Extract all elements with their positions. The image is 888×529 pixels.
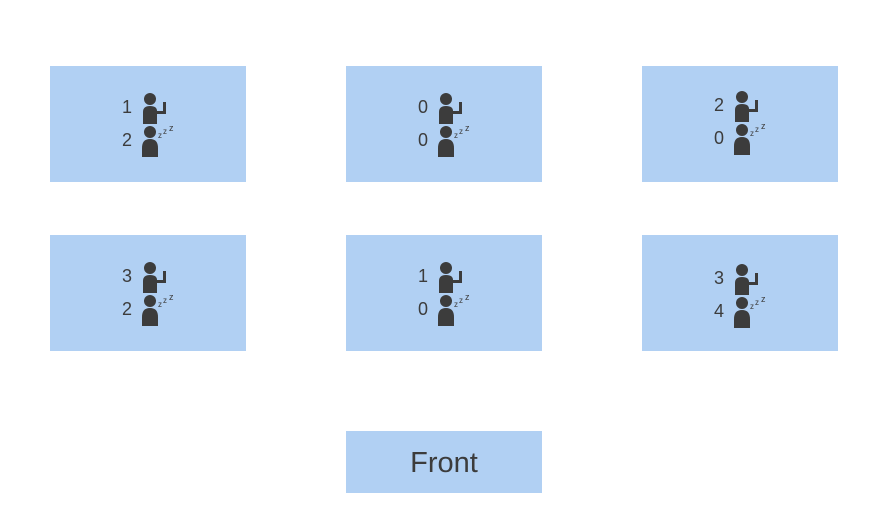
table-card: 3 4 [642,235,838,351]
asleep-count: 0 [417,299,428,319]
raised-hand-person-icon [139,90,179,124]
table-card: 1 0 [346,235,542,351]
sleeping-person-icon [139,123,179,157]
asleep-row: 0 [346,123,542,157]
sleeping-person-icon [435,123,475,157]
front-label: Front [410,446,478,479]
awake-count: 3 [713,268,724,288]
raised-hand-person-icon [731,261,771,295]
table-card: 0 0 [346,66,542,182]
table-card: 2 0 [642,66,838,182]
awake-row: 1 [346,259,542,293]
table-card: 1 2 [50,66,246,182]
asleep-count: 2 [121,299,132,319]
raised-hand-person-icon [139,259,179,293]
awake-row: 3 [50,259,246,293]
sleeping-person-icon [731,121,771,155]
asleep-count: 0 [713,128,724,148]
raised-hand-person-icon [731,88,771,122]
table-card: 3 2 [50,235,246,351]
asleep-row: 2 [50,292,246,326]
awake-row: 0 [346,90,542,124]
awake-row: 3 [642,261,838,295]
front-of-room: Front [346,431,542,493]
asleep-row: 0 [642,121,838,155]
sleeping-person-icon [139,292,179,326]
asleep-count: 4 [713,301,724,321]
awake-row: 2 [642,88,838,122]
awake-count: 2 [713,95,724,115]
awake-count: 1 [417,266,428,286]
asleep-count: 2 [121,130,132,150]
raised-hand-person-icon [435,90,475,124]
awake-row: 1 [50,90,246,124]
asleep-count: 0 [417,130,428,150]
sleeping-person-icon [731,294,771,328]
sleeping-person-icon [435,292,475,326]
asleep-row: 2 [50,123,246,157]
awake-count: 3 [121,266,132,286]
asleep-row: 4 [642,294,838,328]
asleep-row: 0 [346,292,542,326]
awake-count: 0 [417,97,428,117]
raised-hand-person-icon [435,259,475,293]
awake-count: 1 [121,97,132,117]
